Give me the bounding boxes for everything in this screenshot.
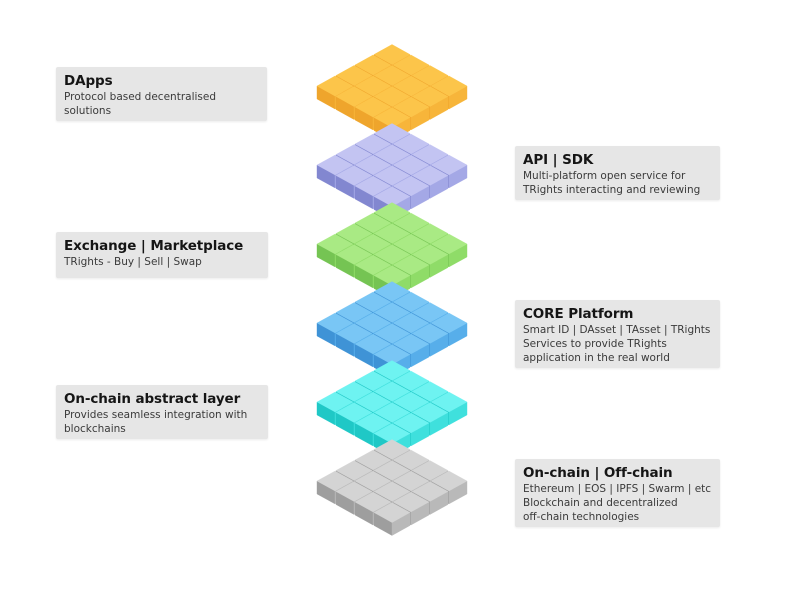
label-onchain-abstract: On-chain abstract layer Provides seamles…: [56, 385, 268, 439]
layer-api: [316, 123, 468, 220]
label-dapps: DApps Protocol based decentralised solut…: [56, 67, 267, 121]
label-core-line-3: application in the real world: [523, 352, 670, 364]
label-api-sdk: API | SDK Multi-platform open service fo…: [515, 146, 720, 200]
label-onchain-offchain: On-chain | Off-chain Ethereum | EOS | IP…: [515, 459, 720, 527]
label-api-title: API | SDK: [523, 152, 594, 168]
layer-core: [316, 281, 468, 378]
label-exchange: Exchange | Marketplace TRights - Buy | S…: [56, 232, 268, 278]
layer-offchain: [316, 439, 468, 536]
label-offchain-line-1: Ethereum | EOS | IPFS | Swarm | etc: [523, 483, 712, 495]
label-core-title: CORE Platform: [523, 306, 634, 322]
label-onchain-line-2: blockchains: [64, 423, 126, 435]
label-dapps-line-2: solutions: [64, 105, 112, 117]
layer-exchange: [316, 202, 468, 299]
label-exchange-title: Exchange | Marketplace: [64, 238, 244, 254]
cube: [316, 233, 354, 268]
label-exchange-line-1: TRights - Buy | Sell | Swap: [64, 256, 202, 268]
label-dapps-line-1: Protocol based decentralised: [64, 91, 216, 103]
label-api-line-1: Multi-platform open service for: [523, 170, 686, 182]
label-offchain-line-2: Blockchain and decentralized: [523, 497, 678, 509]
layer-onchain: [316, 360, 468, 457]
label-onchain-title: On-chain abstract layer: [64, 391, 241, 407]
label-core-platform: CORE Platform Smart ID | DAsset | TAsset…: [515, 300, 720, 368]
label-api-line-2: TRights interacting and reviewing: [523, 184, 701, 196]
cube: [373, 502, 411, 536]
label-core-line-2: Services to provide TRights: [523, 338, 667, 350]
label-offchain-title: On-chain | Off-chain: [523, 465, 673, 481]
label-dapps-title: DApps: [64, 73, 113, 89]
label-core-line-1: Smart ID | DAsset | TAsset | TRights: [523, 324, 711, 336]
label-onchain-line-1: Provides seamless integration with: [64, 409, 248, 421]
label-offchain-line-3: off-chain technologies: [523, 511, 640, 523]
layer-dapps: [316, 44, 468, 141]
